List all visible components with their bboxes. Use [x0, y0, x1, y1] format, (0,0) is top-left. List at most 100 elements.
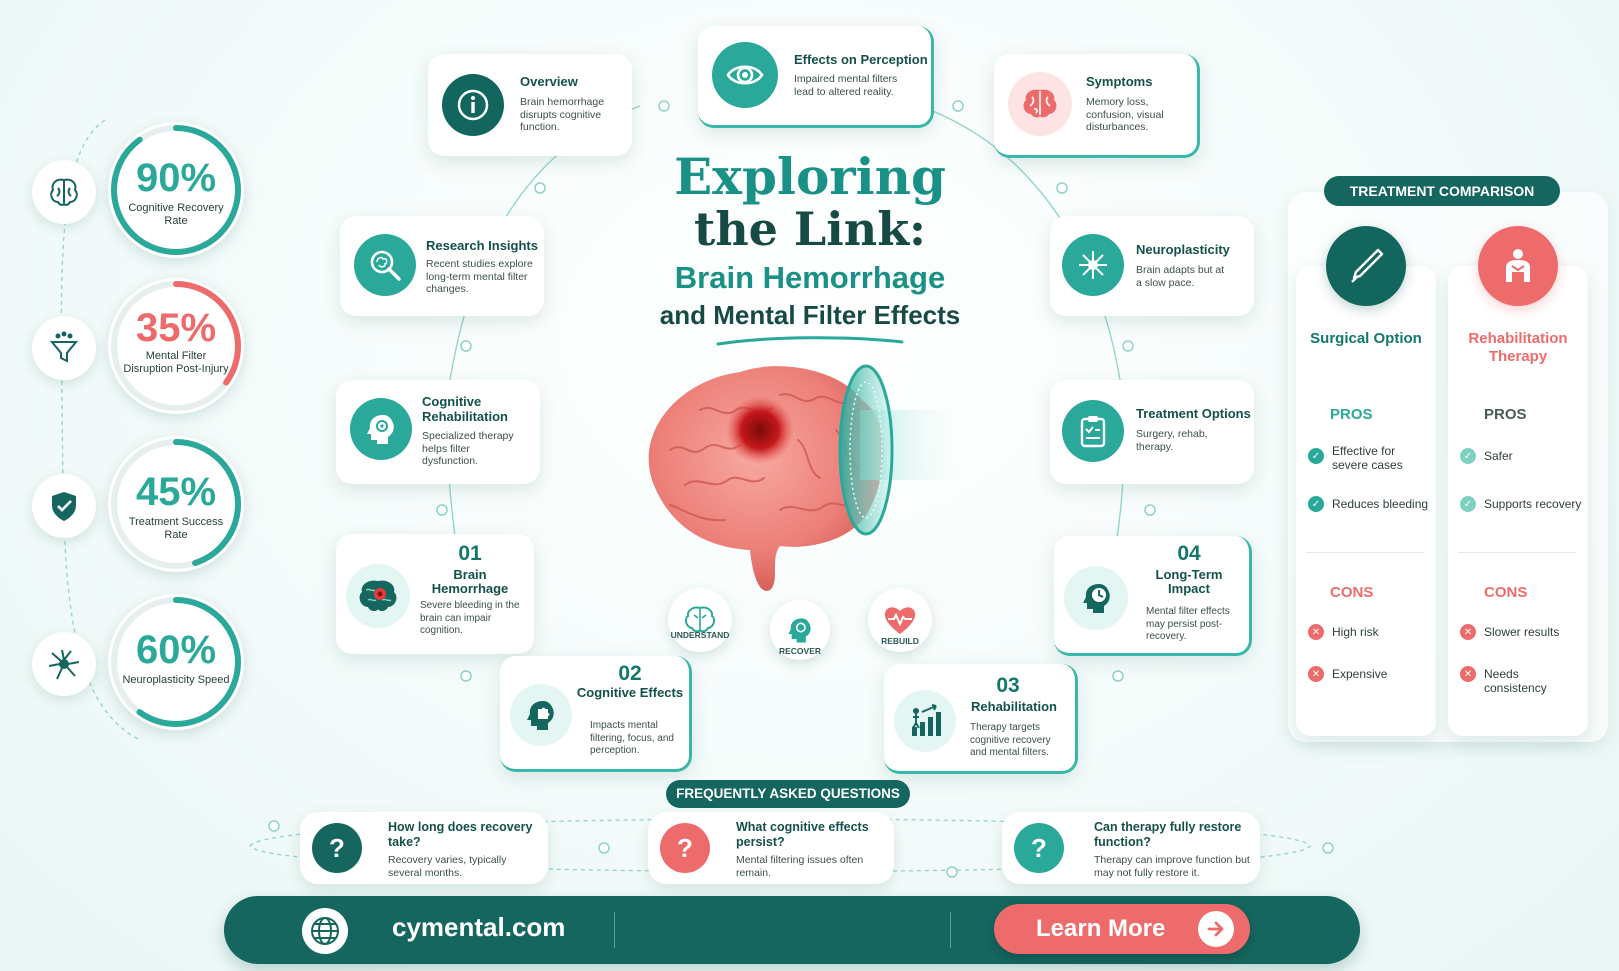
- treatment-title: Rehabilitation Therapy: [1468, 330, 1568, 365]
- card-text: Impaired mental filters lead to altered …: [794, 73, 898, 98]
- check-icon: ✓: [1460, 448, 1476, 464]
- title-line-1: Exploring: [674, 147, 946, 206]
- stat-label: Neuroplasticity Speed: [122, 674, 230, 686]
- stat-value: 60%: [135, 628, 217, 672]
- scalpel-icon: [1326, 226, 1406, 306]
- head-brain-icon: [788, 618, 811, 643]
- divider: [950, 912, 951, 948]
- step-number: 02: [618, 662, 642, 685]
- cons-label: CONS: [1484, 584, 1528, 601]
- con-item: Needs consistency: [1484, 667, 1547, 695]
- step-number: 01: [458, 542, 482, 565]
- cycle-rebuild[interactable]: [868, 588, 932, 652]
- cycle-label: UNDERSTAND: [670, 630, 730, 640]
- step-card-01[interactable]: 01 Brain Hemorrhage Severe bleeding in t…: [336, 534, 534, 654]
- neuron-icon: [32, 632, 96, 696]
- stat-label: Cognitive Recovery Rate: [128, 202, 224, 227]
- cycle-understand[interactable]: [668, 588, 732, 652]
- step-card-02[interactable]: 02 Cognitive Effects Impacts mental filt…: [500, 656, 692, 772]
- con-item: Expensive: [1332, 667, 1388, 681]
- divider: [1306, 552, 1424, 553]
- question-icon: ?: [312, 823, 362, 873]
- cons-label: CONS: [1330, 584, 1374, 601]
- cycle-label: REBUILD: [881, 636, 919, 646]
- title-line-4: and Mental Filter Effects: [659, 300, 961, 330]
- card-cognitive-rehabilitation[interactable]: Cognitive Rehabilitation Specialized the…: [336, 380, 540, 484]
- step-card-04[interactable]: 04 Long-Term Impact Mental filter effect…: [1054, 536, 1252, 656]
- pro-item: Effective for severe cases: [1332, 444, 1403, 472]
- question-icon: ?: [1014, 823, 1064, 873]
- stat-ring-mental-filter: 35% Mental Filter Disruption Post-Injury: [108, 278, 244, 414]
- step-number: 03: [996, 674, 1020, 697]
- step-title: Rehabilitation: [971, 699, 1057, 714]
- card-research-insights[interactable]: Research Insights Recent studies explore…: [340, 216, 544, 316]
- learn-more-label: Learn More: [1036, 915, 1166, 942]
- card-treatment-options[interactable]: Treatment Options Surgery, rehab, therap…: [1050, 380, 1254, 484]
- footer-bar: cymental.com Learn More: [224, 896, 1360, 964]
- shield-check-icon: [32, 474, 96, 538]
- stat-ring-cognitive-recovery: 90% Cognitive Recovery Rate: [108, 122, 244, 258]
- pro-item: Safer: [1484, 449, 1513, 463]
- card-title: Research Insights: [426, 238, 538, 253]
- neuron-icon: [1062, 234, 1124, 296]
- card-text: Memory loss, confusion, visual disturban…: [1086, 96, 1164, 133]
- stat-progress-ring: [111, 439, 241, 569]
- faq-item[interactable]: ? Can therapy fully restore function? Th…: [1002, 812, 1260, 884]
- check-icon: ✓: [1308, 448, 1324, 464]
- cycle-recover[interactable]: [770, 600, 830, 660]
- faq-answer: Therapy can improve function but may not…: [1094, 854, 1250, 879]
- faq-question: Can therapy fully restore function?: [1094, 820, 1242, 849]
- card-symptoms[interactable]: Symptoms Memory loss, confusion, visual …: [994, 54, 1200, 158]
- con-item: Slower results: [1484, 625, 1560, 639]
- faq-item[interactable]: ? How long does recovery take? Recovery …: [300, 812, 548, 884]
- card-overview[interactable]: Overview Brain hemorrhage disrupts cogni…: [428, 54, 632, 156]
- stat-label: Treatment Success Rate: [128, 516, 224, 541]
- treatment-comparison-header: TREATMENT COMPARISON: [1324, 176, 1560, 206]
- pros-label: PROS: [1330, 406, 1373, 423]
- step-card-03[interactable]: 03 Rehabilitation Therapy targets cognit…: [884, 664, 1078, 774]
- globe-icon: [302, 908, 348, 954]
- stat-value: 90%: [135, 156, 217, 200]
- learn-more-button[interactable]: Learn More: [994, 904, 1250, 954]
- faq-header: FREQUENTLY ASKED QUESTIONS: [666, 780, 910, 808]
- question-icon: ?: [660, 823, 710, 873]
- head-brain-icon: [350, 398, 412, 460]
- footer-website[interactable]: cymental.com: [392, 912, 566, 942]
- brain-icon: [1008, 72, 1072, 136]
- card-neuroplasticity[interactable]: Neuroplasticity Brain adapts but at a sl…: [1050, 216, 1254, 316]
- head-clock-icon: [1064, 566, 1128, 630]
- cycle-label: RECOVER: [778, 646, 822, 656]
- faq-question: What cognitive effects persist?: [736, 820, 869, 849]
- step-title: Brain Hemorrhage: [431, 567, 509, 596]
- stat-ring-treatment-success: 45% Treatment Success Rate: [108, 436, 244, 572]
- card-text: Brain hemorrhage disrupts cognitive func…: [520, 96, 605, 133]
- divider: [1458, 552, 1576, 553]
- pros-label: PROS: [1484, 406, 1527, 423]
- card-title: Treatment Options: [1136, 406, 1251, 421]
- growth-chart-icon: [894, 690, 956, 752]
- stat-progress-ring: [111, 281, 241, 411]
- stat-ring-neuroplasticity: 60% Neuroplasticity Speed: [108, 594, 244, 730]
- faq-answer: Mental filtering issues often remain.: [736, 854, 864, 879]
- card-effects-on-perception[interactable]: Effects on Perception Impaired mental fi…: [698, 26, 934, 128]
- title-block: Exploring the Link: Brain Hemorrhage and…: [600, 150, 1020, 348]
- clipboard-icon: [1062, 400, 1124, 462]
- step-text: Therapy targets cognitive recovery and m…: [970, 722, 1051, 758]
- check-icon: ✓: [1308, 496, 1324, 512]
- stat-value: 45%: [135, 470, 217, 514]
- card-title: Symptoms: [1086, 74, 1153, 89]
- title-line-2: the Link:: [693, 202, 927, 256]
- faq-item[interactable]: ? What cognitive effects persist? Mental…: [648, 812, 894, 884]
- step-number: 04: [1177, 542, 1201, 565]
- faq-question: How long does recovery take?: [388, 820, 533, 849]
- card-title: Cognitive Rehabilitation: [422, 394, 508, 424]
- brain-icon: [684, 606, 716, 633]
- brain-hemorrhage-icon: [346, 564, 410, 628]
- con-item: High risk: [1332, 625, 1379, 639]
- divider: [614, 912, 615, 948]
- step-text: Mental filter effects may persist post-r…: [1146, 606, 1230, 642]
- title-line-3: Brain Hemorrhage: [674, 260, 946, 295]
- card-title: Effects on Perception: [794, 52, 928, 67]
- step-text: Impacts mental filtering, focus, and per…: [590, 720, 674, 756]
